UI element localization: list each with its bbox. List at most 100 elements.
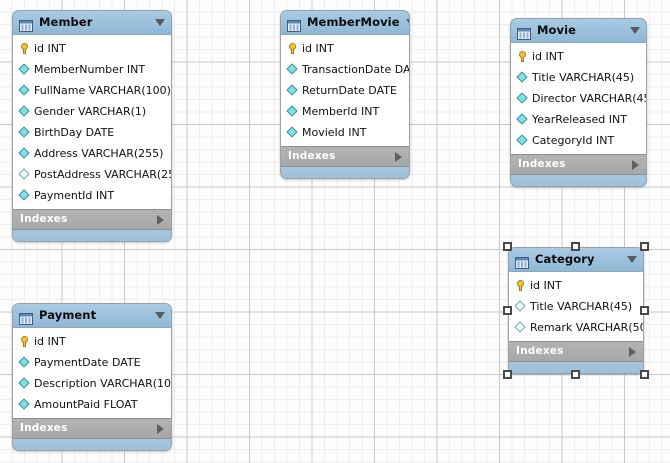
table-name-movie: Movie [537, 22, 577, 37]
column-row[interactable]: YearReleased INT [511, 109, 646, 130]
column-row[interactable]: Gender VARCHAR(1) [13, 101, 171, 122]
chevron-down-icon[interactable] [630, 27, 640, 34]
column-row[interactable]: Description VARCHAR(100) [13, 373, 171, 394]
indexes-label: Indexes [516, 345, 564, 358]
column-row[interactable]: Title VARCHAR(45) [511, 67, 646, 88]
diamond-icon [516, 134, 529, 147]
table-name-payment: Payment [39, 307, 97, 322]
column-row[interactable]: Director VARCHAR(45) [511, 88, 646, 109]
table-figure-member[interactable]: Member id INT MemberNumber INT FullName VAR… [12, 10, 172, 242]
column-list-category: id INT Title VARCHAR(45) Remark VARCHAR(50… [509, 272, 643, 341]
indexes-label: Indexes [20, 213, 68, 226]
chevron-right-icon[interactable] [157, 214, 164, 225]
selection-handles-category [503, 242, 649, 379]
column-label: FullName VARCHAR(100) [34, 84, 171, 97]
diamond-icon [516, 113, 529, 126]
resize-handle-nw[interactable] [503, 242, 512, 251]
chevron-right-icon[interactable] [395, 151, 402, 162]
column-row[interactable]: AmountPaid FLOAT [13, 394, 171, 415]
diamond-icon [286, 105, 299, 118]
table-footer-movie [511, 175, 646, 186]
diamond-icon [18, 377, 31, 390]
resize-handle-n[interactable] [571, 242, 580, 251]
column-label: TransactionDate DATE [302, 63, 410, 76]
key-icon [514, 279, 527, 292]
resize-handle-se[interactable] [640, 370, 649, 379]
resize-handle-ne[interactable] [640, 242, 649, 251]
column-row[interactable]: id INT [509, 275, 643, 296]
indexes-section-category[interactable]: Indexes [509, 341, 643, 362]
table-header-member[interactable]: Member [13, 11, 171, 35]
resize-handle-s[interactable] [571, 370, 580, 379]
resize-handle-sw[interactable] [503, 370, 512, 379]
column-row[interactable]: TransactionDate DATE [281, 59, 409, 80]
column-label: YearReleased INT [532, 113, 627, 126]
column-label: PaymentDate DATE [34, 356, 141, 369]
resize-handle-w[interactable] [503, 305, 512, 315]
indexes-label: Indexes [518, 158, 566, 171]
column-label: CategoryId INT [532, 134, 615, 147]
table-figure-membermovie[interactable]: MemberMovie id INT TransactionDate DATE Ret… [280, 10, 410, 179]
column-row[interactable]: MovieId INT [281, 122, 409, 143]
key-icon [18, 335, 31, 348]
column-label: id INT [34, 42, 66, 55]
table-header-payment[interactable]: Payment [13, 304, 171, 328]
indexes-section-membermovie[interactable]: Indexes [281, 146, 409, 167]
column-row[interactable]: PaymentDate DATE [13, 352, 171, 373]
column-row[interactable]: id INT [511, 46, 646, 67]
table-figure-payment[interactable]: Payment id INT PaymentDate DATE Description… [12, 303, 172, 451]
table-header-movie[interactable]: Movie [511, 19, 646, 43]
column-row[interactable]: Remark VARCHAR(500) [509, 317, 643, 338]
chevron-down-icon[interactable] [155, 19, 165, 26]
diamond-icon [18, 356, 31, 369]
column-row[interactable]: Address VARCHAR(255) [13, 143, 171, 164]
diamond-hollow-icon [18, 168, 31, 181]
column-label: Address VARCHAR(255) [34, 147, 164, 160]
column-label: AmountPaid FLOAT [34, 398, 138, 411]
table-icon [517, 25, 531, 40]
diamond-icon [286, 63, 299, 76]
column-row[interactable]: FullName VARCHAR(100) [13, 80, 171, 101]
key-icon [18, 42, 31, 55]
column-row[interactable]: id INT [13, 38, 171, 59]
table-figure-category[interactable]: Category id INT Title VARCHAR(45) Remark VA… [508, 247, 644, 374]
table-name-membermovie: MemberMovie [307, 14, 400, 29]
table-footer-member [13, 230, 171, 241]
column-label: PaymentId INT [34, 189, 115, 202]
column-list-payment: id INT PaymentDate DATE Description VARCHA… [13, 328, 171, 418]
indexes-section-movie[interactable]: Indexes [511, 154, 646, 175]
column-row[interactable]: id INT [281, 38, 409, 59]
table-icon [287, 17, 301, 32]
column-row[interactable]: PostAddress VARCHAR(255) [13, 164, 171, 185]
chevron-right-icon[interactable] [157, 423, 164, 434]
column-label: MemberNumber INT [34, 63, 146, 76]
chevron-right-icon[interactable] [632, 159, 639, 170]
chevron-down-icon[interactable] [405, 19, 409, 26]
chevron-down-icon[interactable] [627, 256, 637, 263]
column-row[interactable]: id INT [13, 331, 171, 352]
column-row[interactable]: BirthDay DATE [13, 122, 171, 143]
key-icon [286, 42, 299, 55]
column-row[interactable]: MemberNumber INT [13, 59, 171, 80]
table-header-membermovie[interactable]: MemberMovie [281, 11, 409, 35]
table-footer-membermovie [281, 167, 409, 178]
resize-handle-e[interactable] [640, 305, 649, 315]
column-row[interactable]: MemberId INT [281, 101, 409, 122]
chevron-right-icon[interactable] [629, 346, 636, 357]
chevron-down-icon[interactable] [155, 312, 165, 319]
indexes-section-payment[interactable]: Indexes [13, 418, 171, 439]
column-label: id INT [530, 279, 562, 292]
table-name-member: Member [39, 14, 93, 29]
key-icon [516, 50, 529, 63]
table-footer-category [509, 362, 643, 373]
column-row[interactable]: Title VARCHAR(45) [509, 296, 643, 317]
table-header-category[interactable]: Category [509, 248, 643, 272]
column-row[interactable]: CategoryId INT [511, 130, 646, 151]
column-row[interactable]: PaymentId INT [13, 185, 171, 206]
diamond-icon [286, 84, 299, 97]
indexes-section-member[interactable]: Indexes [13, 209, 171, 230]
column-row[interactable]: ReturnDate DATE [281, 80, 409, 101]
column-label: Title VARCHAR(45) [530, 300, 633, 313]
